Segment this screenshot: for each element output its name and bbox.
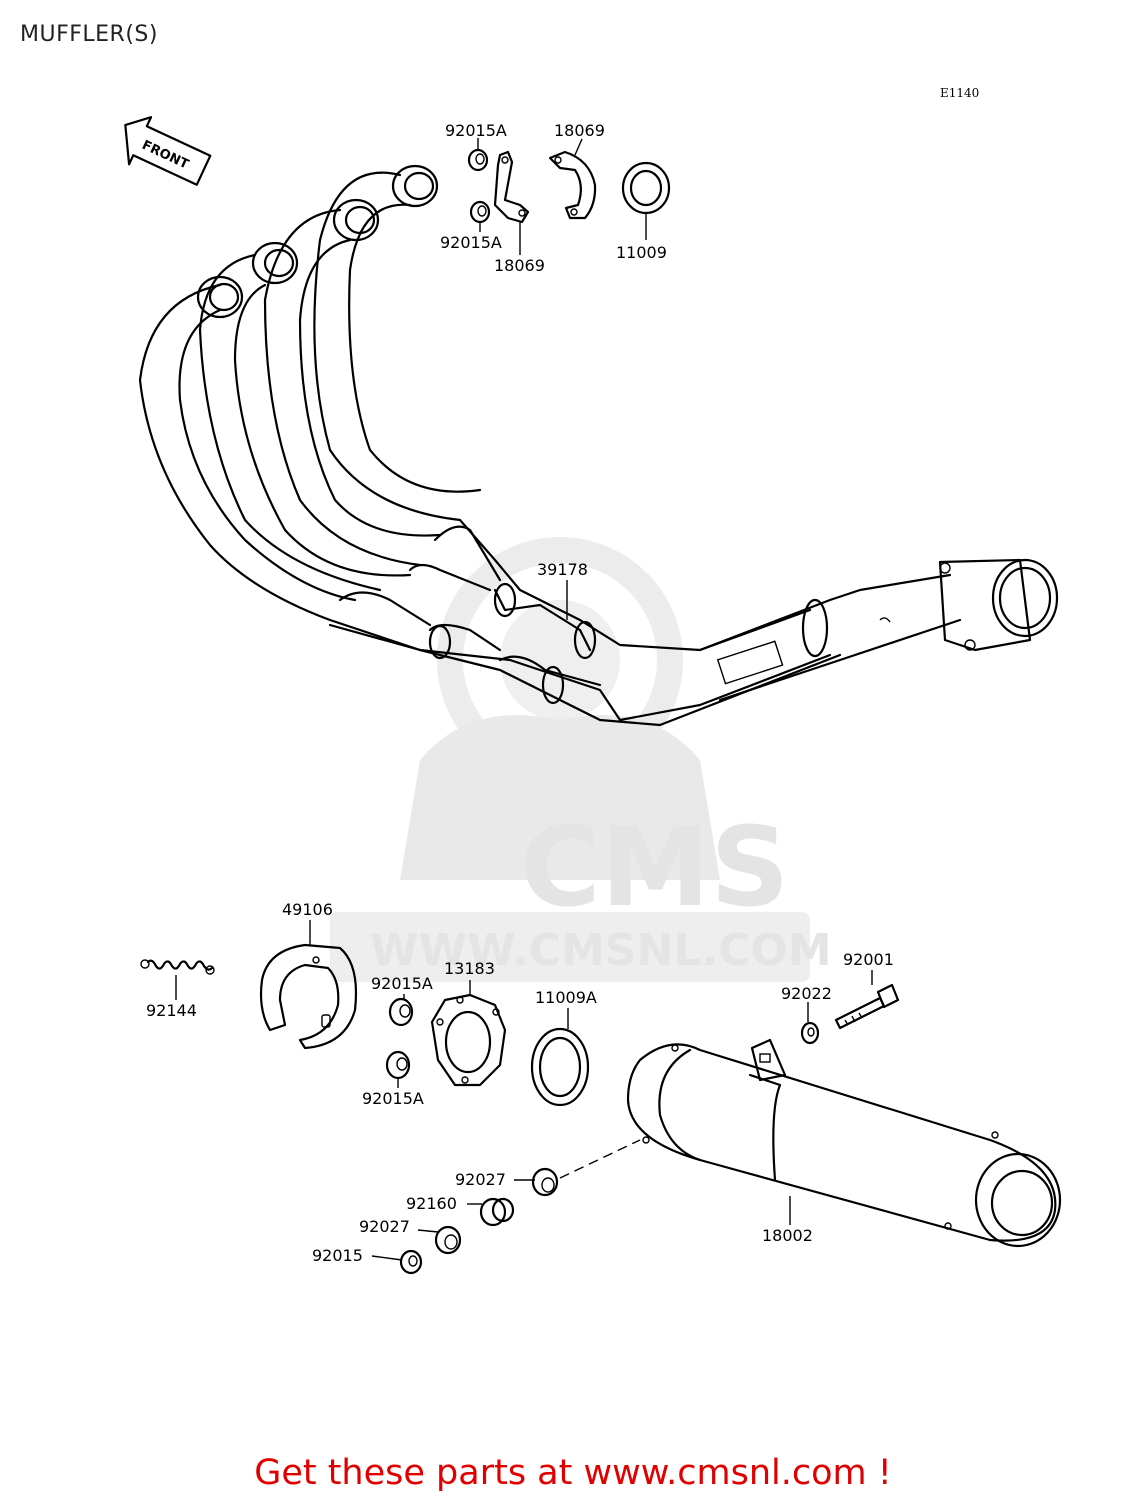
cmsnl-link[interactable]: Get these parts at www.cmsnl.com ! bbox=[254, 1453, 892, 1493]
part-92015A-nut-mid bbox=[388, 997, 414, 1027]
footer-banner: Get these parts at www.cmsnl.com ! bbox=[0, 1453, 1146, 1493]
part-11009-gasket bbox=[621, 161, 671, 215]
part-label-13183: 13183 bbox=[444, 959, 495, 978]
part-label-92160: 92160 bbox=[406, 1194, 457, 1213]
part-label-92015A-mid: 92015A bbox=[371, 974, 433, 993]
part-92144-spring bbox=[140, 959, 215, 975]
part-92022-washer bbox=[800, 1021, 820, 1045]
part-label-18002: 18002 bbox=[762, 1226, 813, 1245]
part-92015A-nut-top bbox=[467, 148, 489, 172]
part-label-92015: 92015 bbox=[312, 1246, 363, 1265]
part-label-92027-upper: 92027 bbox=[455, 1170, 506, 1189]
part-92160-collar bbox=[479, 1197, 515, 1227]
part-92015A-nut-bottom bbox=[385, 1050, 411, 1080]
part-label-92015A-top: 92015A bbox=[445, 121, 507, 140]
leader-lines bbox=[175, 138, 873, 1261]
watermark-url: WWW.CMSNL.COM bbox=[370, 925, 832, 976]
part-label-11009: 11009 bbox=[616, 243, 667, 262]
part-18002-muffler bbox=[626, 1038, 1062, 1248]
watermark-logo: CMS bbox=[520, 803, 789, 931]
part-label-92027-lower: 92027 bbox=[359, 1217, 410, 1236]
part-label-92001: 92001 bbox=[843, 950, 894, 969]
part-18069-clamp-right bbox=[548, 150, 597, 220]
part-18069-clamp-left bbox=[493, 150, 530, 224]
watermark: CMS WWW.CMSNL.COM bbox=[330, 537, 832, 982]
part-11009A-gasket bbox=[530, 1027, 590, 1107]
part-label-92144: 92144 bbox=[146, 1001, 197, 1020]
part-13183-flange-gasket bbox=[430, 993, 507, 1087]
part-label-92015A-bottom: 92015A bbox=[362, 1089, 424, 1108]
part-label-49106: 49106 bbox=[282, 900, 333, 919]
part-92001-bolt bbox=[834, 983, 900, 1030]
diagram-code: E1140 bbox=[940, 86, 979, 100]
part-92027-grommet-upper bbox=[531, 1167, 559, 1197]
part-92027-grommet-lower bbox=[434, 1225, 462, 1255]
part-label-92015A-second: 92015A bbox=[440, 233, 502, 252]
exhaust-header-pipes bbox=[138, 164, 1059, 727]
part-49106-heat-guard bbox=[259, 943, 358, 1050]
part-label-18069-second: 18069 bbox=[494, 256, 545, 275]
part-label-18069-top: 18069 bbox=[554, 121, 605, 140]
part-92015A-nut-lower bbox=[469, 200, 491, 224]
front-arrow-icon: FRONT bbox=[124, 116, 212, 186]
part-label-39178: 39178 bbox=[537, 560, 588, 579]
part-label-11009A: 11009A bbox=[535, 988, 597, 1007]
part-92015-nut bbox=[399, 1249, 423, 1275]
part-label-92022: 92022 bbox=[781, 984, 832, 1003]
page-title: MUFFLER(S) bbox=[20, 22, 158, 47]
alignment-line bbox=[559, 1139, 641, 1179]
